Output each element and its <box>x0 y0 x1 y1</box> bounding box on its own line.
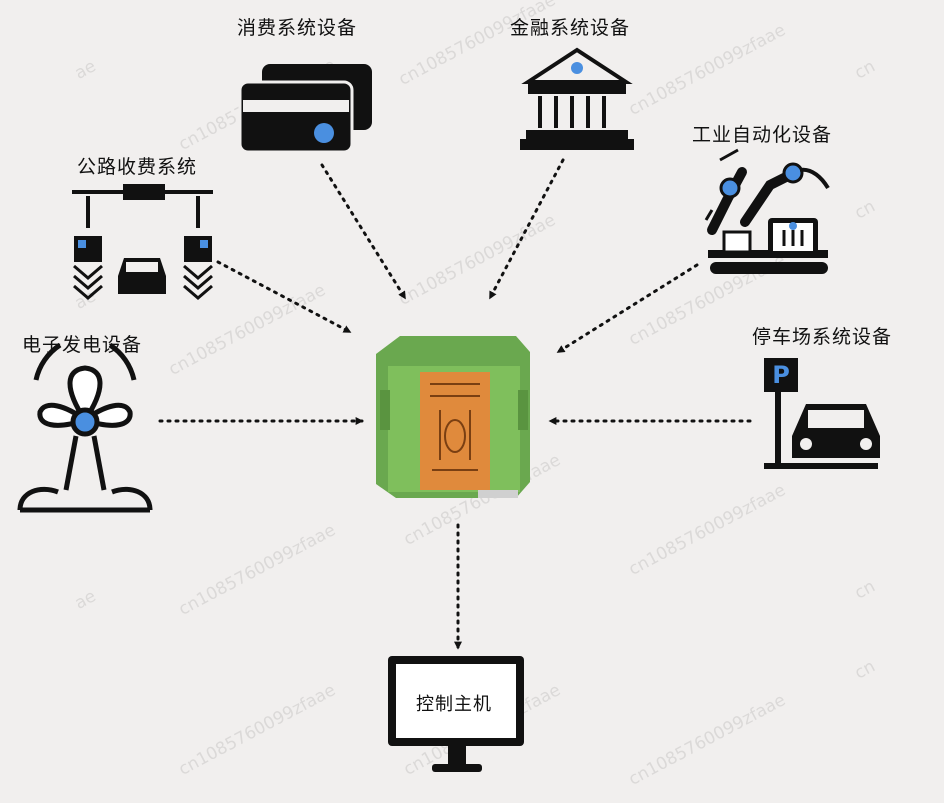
label-control-host: 控制主机 <box>416 694 492 715</box>
label-financial-system: 金融系统设备 <box>510 17 631 39</box>
label-parking-system: 停车场系统设备 <box>752 326 893 348</box>
wind-turbine-icon <box>17 342 153 513</box>
toll-gate-icon <box>72 184 213 300</box>
parking-letter: P <box>772 361 790 389</box>
connector-arrows <box>158 158 752 650</box>
parking-sign-icon: P <box>764 358 880 469</box>
bank-icon <box>520 47 634 150</box>
credit-card-icon <box>238 64 372 154</box>
robot-arm-icon <box>704 148 830 274</box>
label-industrial-automation: 工业自动化设备 <box>692 124 833 146</box>
label-power-generation: 电子发电设备 <box>22 334 143 356</box>
label-consumer-system: 消费系统设备 <box>237 17 358 39</box>
arrow-financial-to-module <box>488 158 565 300</box>
monitor-icon <box>388 656 524 772</box>
label-toll-system: 公路收费系统 <box>77 156 198 178</box>
arrow-industrial-to-module <box>556 263 699 354</box>
din-rail-module-icon <box>376 336 530 498</box>
arrow-toll-to-module <box>216 260 352 334</box>
arrow-consumer-to-module <box>320 163 407 300</box>
